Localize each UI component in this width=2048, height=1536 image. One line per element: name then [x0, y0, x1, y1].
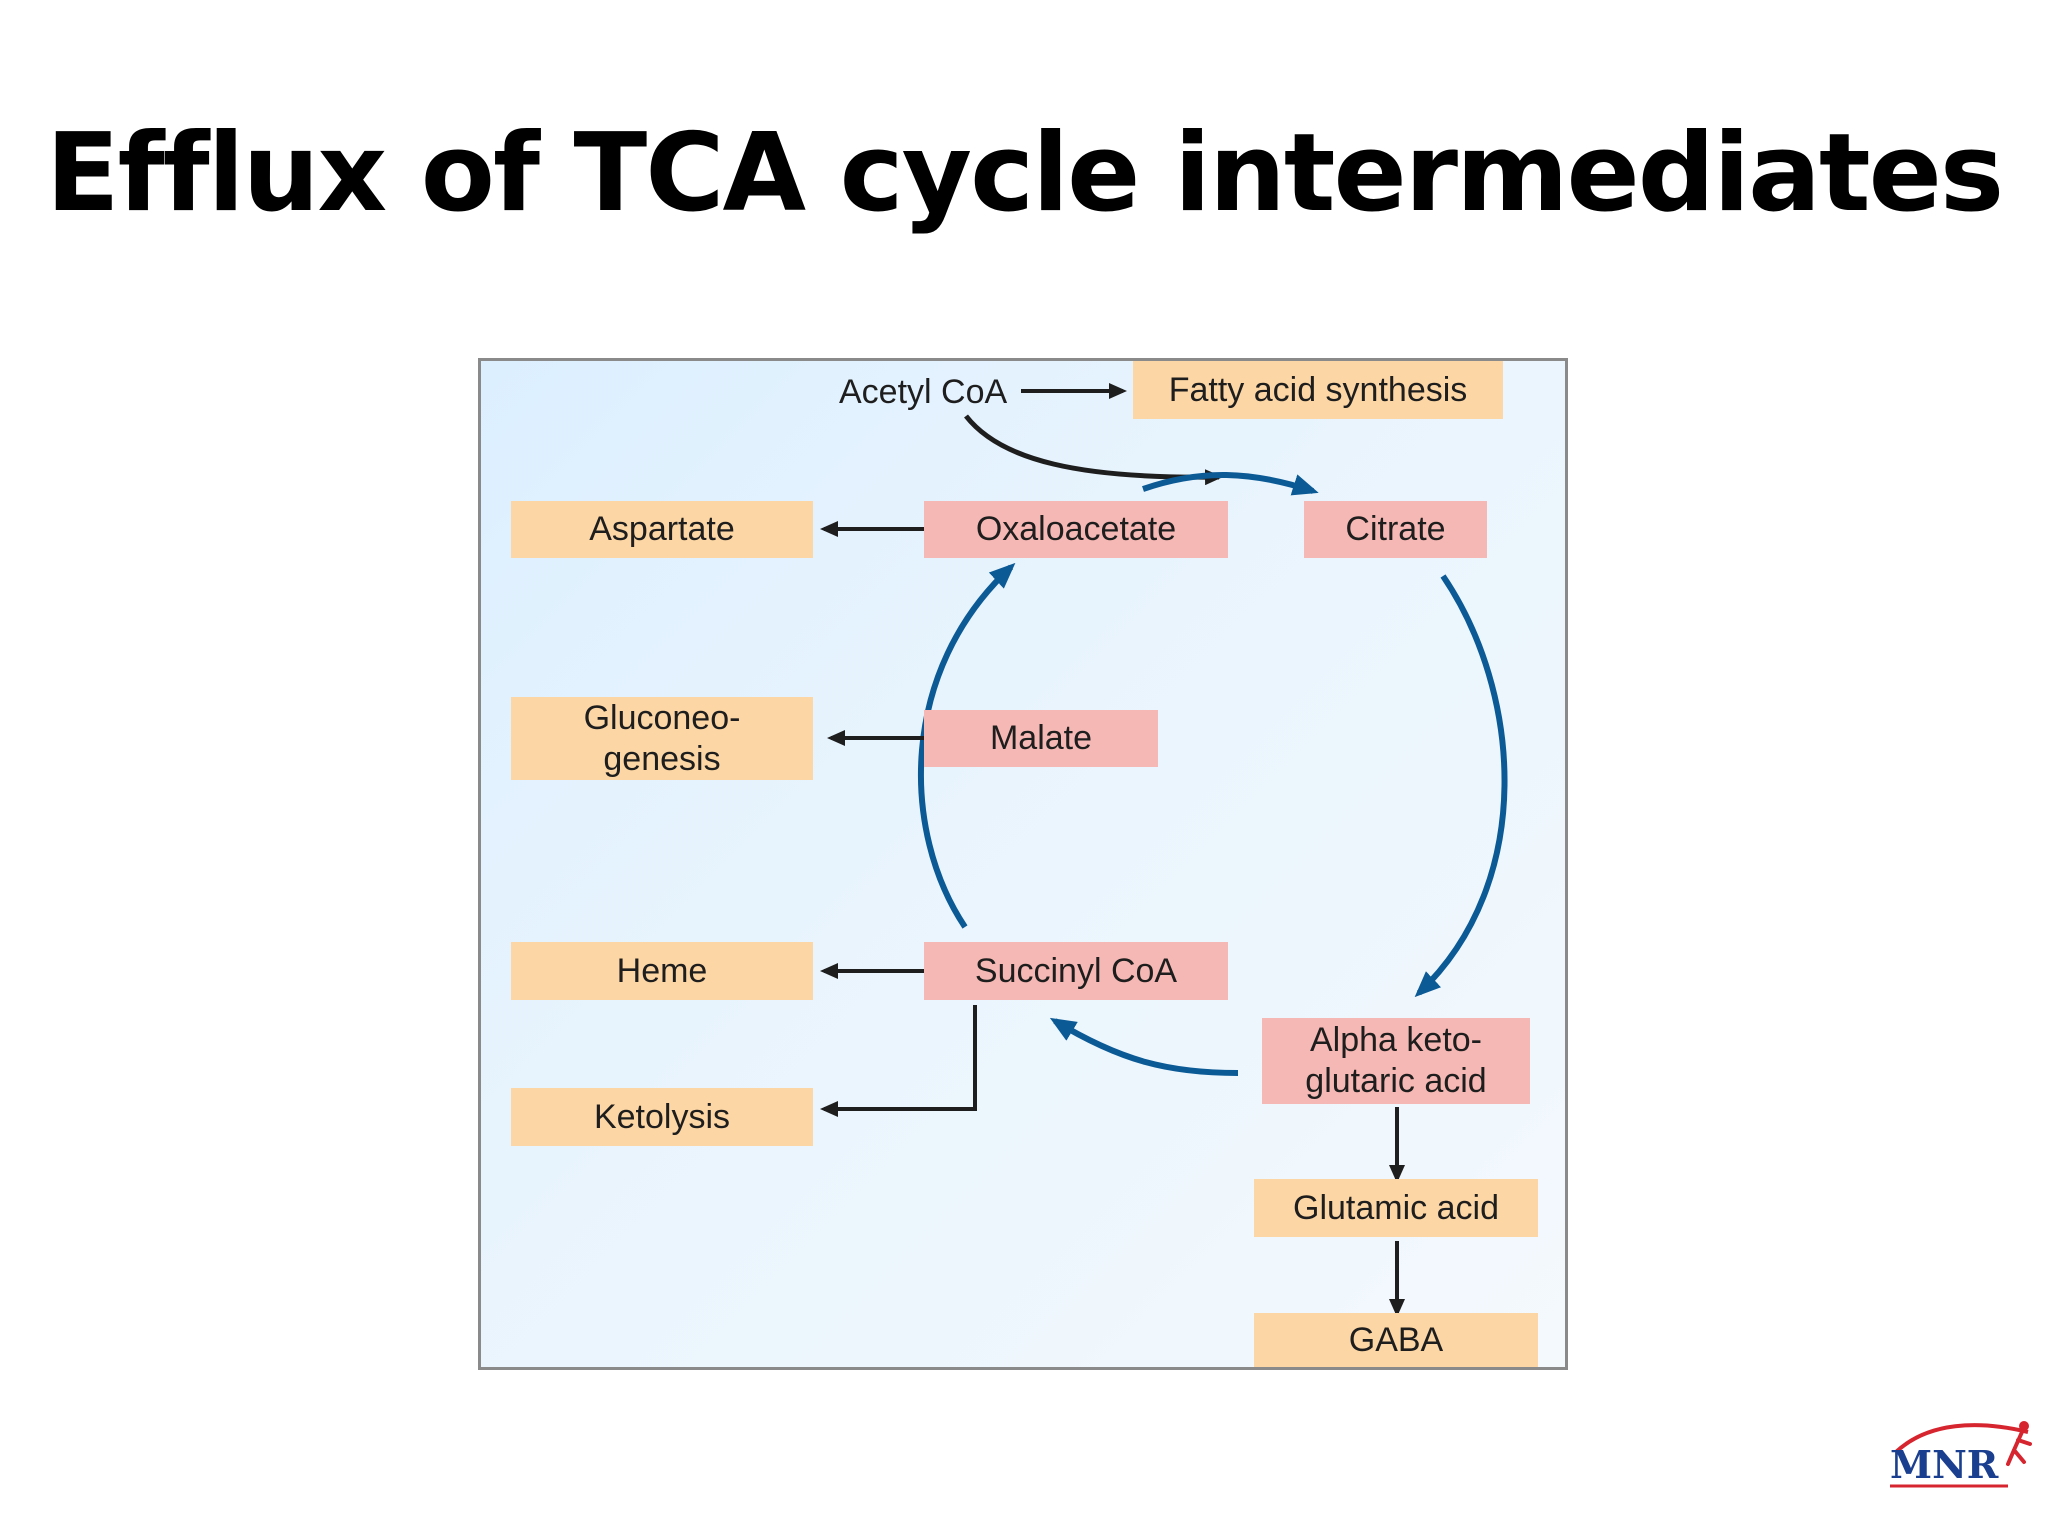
- aspartate-box: Aspartate: [511, 501, 813, 558]
- slide-title: Efflux of TCA cycle intermediates: [45, 111, 2004, 236]
- alpha-ketoglutaric-acid-box: Alpha keto- glutaric acid: [1262, 1018, 1530, 1104]
- heme-box: Heme: [511, 942, 813, 1000]
- arrow-succinyl-coa-to-ketolysis: [820, 1005, 977, 1117]
- tca-diagram-panel: Acetyl CoA Fatty acid synthesis Aspartat…: [478, 358, 1568, 1370]
- ketolysis-box: Ketolysis: [511, 1088, 813, 1146]
- alpha-kg-label-line-1: Alpha keto-: [1310, 1021, 1482, 1060]
- succinyl-coa-box: Succinyl CoA: [924, 942, 1228, 1000]
- arrow-alpha-kg-to-succinyl-coa: [1049, 1017, 1239, 1076]
- arrow-citrate-to-alpha-kg: [1414, 574, 1508, 998]
- arrow-succinyl-coa-to-oxaloacetate: [917, 562, 1016, 929]
- glutamic-acid-box: Glutamic acid: [1254, 1179, 1538, 1237]
- logo-figure-body: [2006, 1430, 2032, 1466]
- acetyl-coa-label: Acetyl CoA: [839, 373, 1008, 411]
- gluconeogenesis-box: Gluconeo- genesis: [511, 697, 813, 780]
- logo-swoosh: [1894, 1423, 2029, 1454]
- fatty-acid-synthesis-box: Fatty acid synthesis: [1133, 361, 1503, 419]
- gaba-box: GABA: [1254, 1313, 1538, 1367]
- citrate-box: Citrate: [1304, 501, 1487, 558]
- arrow-acetylcoa-to-cycle: [964, 414, 1223, 486]
- oxaloacetate-box: Oxaloacetate: [924, 501, 1228, 558]
- arrow-oxaloacetate-to-citrate: [1142, 472, 1319, 496]
- diagram-arrows: [820, 383, 1508, 1317]
- logo-figure-head: [2019, 1421, 2029, 1431]
- gluconeogenesis-label-line-2: genesis: [603, 739, 721, 778]
- malate-box: Malate: [924, 710, 1158, 767]
- alpha-kg-label-line-2: glutaric acid: [1305, 1062, 1487, 1100]
- mnr-logo: MNR: [1890, 1421, 2032, 1488]
- logo-text: MNR: [1890, 1442, 1999, 1487]
- gluconeogenesis-label-line-1: Gluconeo-: [583, 698, 741, 737]
